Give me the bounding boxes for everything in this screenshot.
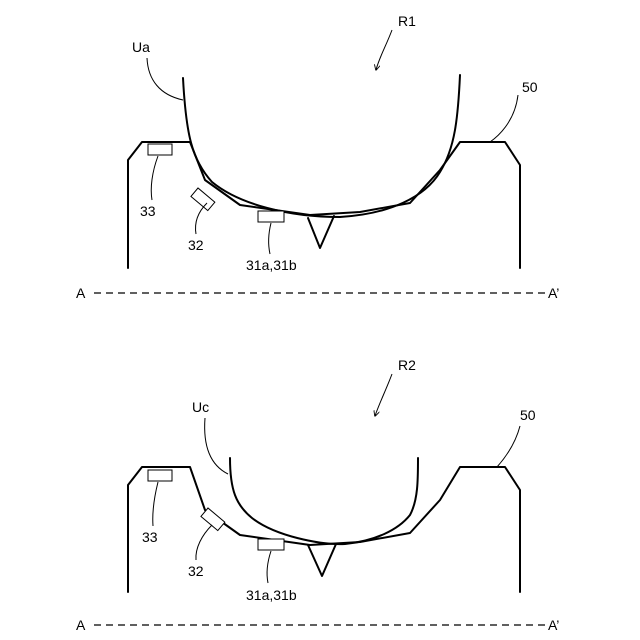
sensor-31 bbox=[258, 539, 284, 550]
label-sensor-33: 33 bbox=[142, 529, 158, 545]
figure-lower: R2 Uc 50 33 32 31a,31b A A’ bbox=[76, 357, 559, 633]
sensor-31 bbox=[258, 211, 284, 222]
label-region: R2 bbox=[398, 357, 416, 373]
substrate-uc bbox=[230, 458, 418, 544]
section-label-right: A’ bbox=[548, 285, 559, 301]
leader-31 bbox=[267, 551, 271, 583]
substrate-ua bbox=[183, 75, 460, 217]
region-arrow-r1 bbox=[376, 30, 392, 70]
label-sensor-31: 31a,31b bbox=[246, 587, 297, 603]
leader-50 bbox=[490, 95, 518, 142]
leader-32 bbox=[196, 525, 212, 560]
region-arrow-r2 bbox=[375, 374, 392, 416]
label-sensor-32: 32 bbox=[188, 563, 204, 579]
leader-50 bbox=[497, 426, 520, 467]
section-label-right: A’ bbox=[548, 617, 559, 633]
leader-31 bbox=[269, 223, 271, 254]
sensor-33 bbox=[148, 144, 172, 155]
leader-ua bbox=[147, 58, 183, 100]
label-substrate: Uc bbox=[192, 399, 209, 415]
label-region: R1 bbox=[398, 13, 416, 29]
label-substrate: Ua bbox=[132, 39, 150, 55]
label-sensor-31: 31a,31b bbox=[246, 257, 297, 273]
label-frame: 50 bbox=[522, 79, 538, 95]
section-label-left: A bbox=[76, 285, 86, 301]
leader-33 bbox=[153, 482, 158, 526]
holder-outline bbox=[128, 142, 520, 268]
sensor-33 bbox=[148, 470, 172, 481]
sensor-32 bbox=[201, 508, 225, 531]
figure-upper: R1 Ua 50 33 32 31a,31b A A’ bbox=[76, 13, 559, 301]
leader-uc bbox=[205, 418, 228, 474]
label-sensor-33: 33 bbox=[140, 203, 156, 219]
section-label-left: A bbox=[76, 617, 86, 633]
support-pin bbox=[308, 216, 334, 248]
label-frame: 50 bbox=[520, 407, 536, 423]
label-sensor-32: 32 bbox=[188, 237, 204, 253]
support-pin bbox=[308, 544, 336, 576]
leader-33 bbox=[151, 156, 158, 200]
